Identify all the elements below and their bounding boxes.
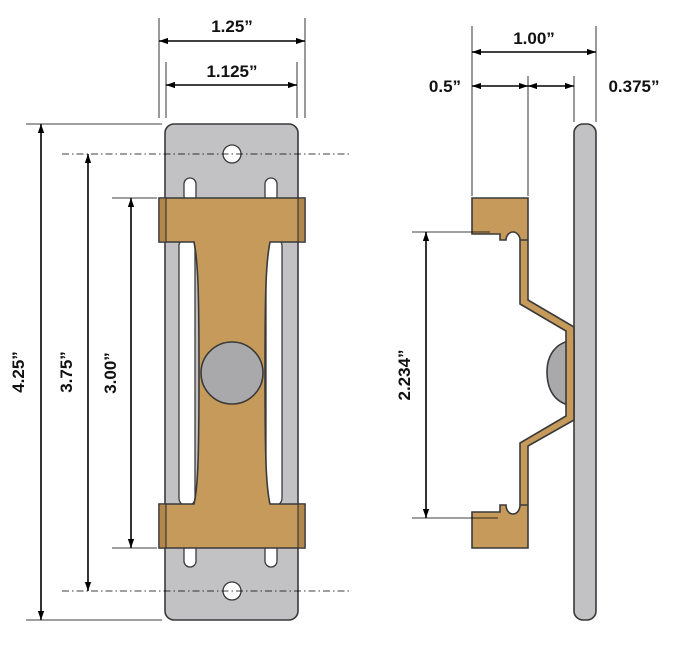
front-bracket-bottom-left-edge <box>158 503 167 549</box>
side-brass-bracket <box>471 197 575 549</box>
front-center-bolt <box>200 341 264 405</box>
front-dimension-labels: 1.25” 1.125” 4.25” 3.75” 3.00” <box>9 16 272 394</box>
front-dimension-lines <box>37 37 305 620</box>
label-bracket-height: 2.234” <box>395 349 414 400</box>
front-bracket-top-left-edge <box>158 197 167 243</box>
side-back-plate <box>573 123 597 621</box>
front-extension-lines <box>26 18 350 621</box>
label-offset: 0.375” <box>608 77 659 96</box>
label-brass-height: 3.00” <box>101 352 120 394</box>
front-bracket-bottom-right-edge <box>297 503 306 549</box>
front-window-left <box>178 237 196 507</box>
label-hole-spacing: 3.75” <box>57 351 76 393</box>
side-dimension-lines <box>422 48 596 518</box>
label-total-depth: 1.00” <box>513 29 555 48</box>
front-window-right <box>265 237 283 507</box>
label-inner-width: 1.125” <box>206 62 257 81</box>
side-extension-lines <box>412 26 597 519</box>
side-dimension-labels: 1.00” 0.5” 0.375” 2.234” <box>395 28 660 401</box>
side-view <box>471 123 597 621</box>
front-bracket-top-right-edge <box>297 197 306 243</box>
front-view <box>158 123 306 621</box>
label-outer-width: 1.25” <box>211 17 253 36</box>
label-brass-depth: 0.5” <box>429 77 461 96</box>
label-total-height: 4.25” <box>9 351 28 393</box>
